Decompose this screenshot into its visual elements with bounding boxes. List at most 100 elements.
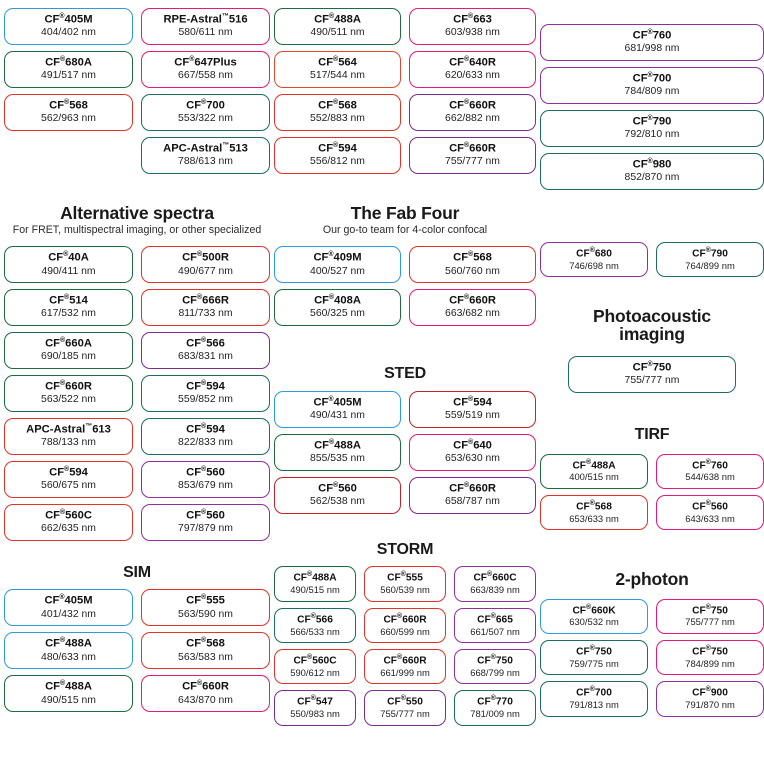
dye-name: CF®547 xyxy=(297,695,333,708)
dye-name: CF®660K xyxy=(572,603,616,616)
dye-wavelengths: 667/558 nm xyxy=(178,70,233,82)
dye-wavelengths: 681/998 nm xyxy=(624,43,680,55)
section-title: STED xyxy=(384,365,426,383)
dye-wavelengths: 560/760 nm xyxy=(445,265,500,277)
dye-wavelengths: 653/633 nm xyxy=(569,512,619,524)
section-fab-four: The Fab Four Our go-to team for 4-color … xyxy=(274,203,536,327)
dye-wavelengths: 560/325 nm xyxy=(310,308,365,320)
dye-wavelengths: 792/810 nm xyxy=(624,129,680,141)
dye-wavelengths: 590/612 nm xyxy=(290,666,340,678)
dye-wavelengths: 480/633 nm xyxy=(41,651,96,663)
dye-name: CF®568 xyxy=(49,98,88,112)
dye-name: CF®760 xyxy=(692,458,728,471)
dye-wavelengths: 690/185 nm xyxy=(41,351,96,363)
dye-wavelengths: 490/677 nm xyxy=(178,265,233,277)
dye-wavelengths: 852/870 nm xyxy=(624,172,680,184)
dye-wavelengths: 661/999 nm xyxy=(380,666,430,678)
dye-name: CF®750 xyxy=(477,654,513,667)
dye-wavelengths: 755/777 nm xyxy=(624,375,680,387)
